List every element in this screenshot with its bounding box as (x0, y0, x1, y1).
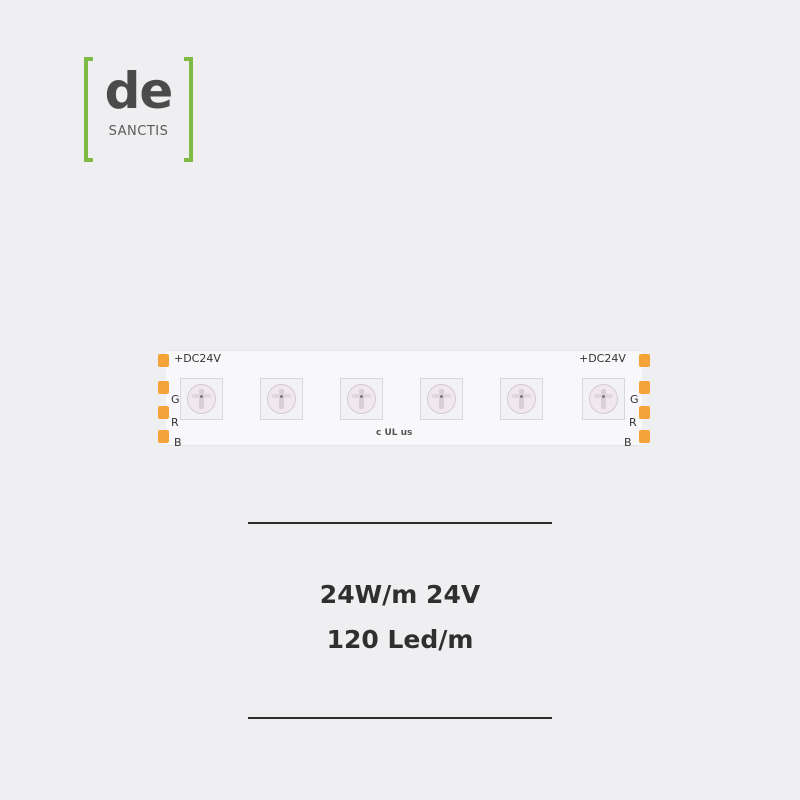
solder-pad (158, 406, 169, 419)
led-chip (340, 378, 383, 420)
solder-pad (639, 430, 650, 443)
spec-led-density: 120 Led/m (326, 625, 474, 654)
label-b-right: B (624, 436, 632, 449)
led-chip (420, 378, 463, 420)
logo-main-text: de (104, 62, 174, 120)
divider-bottom (248, 717, 552, 719)
divider-top (248, 522, 552, 524)
solder-pad (639, 354, 650, 367)
logo-bracket-right (184, 57, 193, 162)
logo-sub-text: SANCTIS (108, 124, 169, 139)
solder-pad (158, 430, 169, 443)
solder-pad (158, 381, 169, 394)
led-chip (180, 378, 223, 420)
label-r-right: R (629, 416, 637, 429)
label-r-left: R (171, 416, 179, 429)
led-chip (260, 378, 303, 420)
logo-bracket-left (84, 57, 93, 162)
solder-pad (158, 354, 169, 367)
label-dc-right: +DC24V (579, 352, 626, 365)
led-chip (582, 378, 625, 420)
strip-body (166, 350, 642, 446)
led-chip (500, 378, 543, 420)
brand-logo: de SANCTIS (84, 57, 193, 162)
ul-certification-mark: c UL us (376, 428, 413, 438)
spec-power-voltage: 24W/m 24V (319, 580, 481, 609)
label-dc-left: +DC24V (174, 352, 221, 365)
label-b-left: B (174, 436, 182, 449)
solder-pad (639, 381, 650, 394)
led-strip-image: +DC24V G R B +DC24V G R B c UL us (158, 348, 650, 449)
label-g-left: G (171, 393, 180, 406)
solder-pad (639, 406, 650, 419)
label-g-right: G (630, 393, 639, 406)
